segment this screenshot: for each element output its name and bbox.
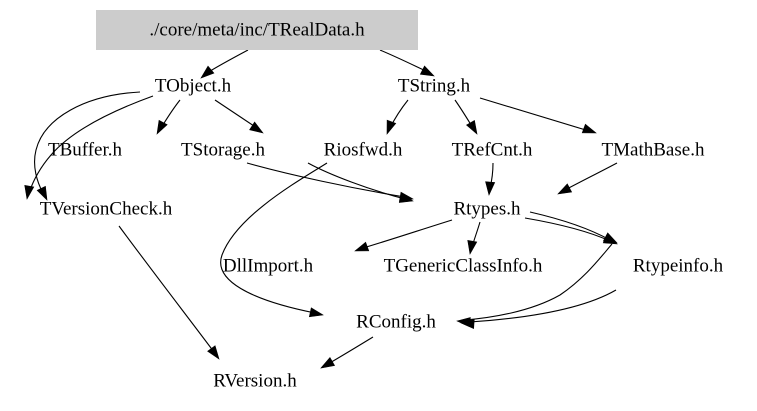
edge-rconfig-to-rversion — [327, 336, 374, 365]
edge-tobject-to-tversioncheck — [28, 95, 154, 194]
edge-root-to-tobject — [206, 49, 249, 74]
arrowhead-icon-riosfwd-to-rtypes — [398, 193, 414, 203]
node-label-tgenericclassinfo: TGenericClassInfo.h — [384, 255, 543, 276]
node-label-tmathbase: TMathBase.h — [602, 139, 705, 160]
node-rversion[interactable]: RVersion.h — [213, 370, 297, 391]
node-label-rtypes: Rtypes.h — [453, 198, 521, 219]
node-root[interactable]: ./core/meta/inc/TRealData.h — [96, 10, 418, 50]
node-label-riosfwd: Riosfwd.h — [324, 139, 403, 160]
node-label-root: ./core/meta/inc/TRealData.h — [149, 19, 365, 40]
edges-layer — [24, 49, 618, 369]
node-label-rconfig: RConfig.h — [356, 311, 436, 332]
node-label-tstorage: TStorage.h — [181, 139, 265, 160]
node-label-trefcnt: TRefCnt.h — [452, 139, 533, 160]
edge-rtypes-to-rtypeinfo — [529, 211, 611, 241]
edge-rtypeinfo-to-rconfig — [464, 243, 613, 321]
edge-tobject-to-riosfwd — [214, 99, 258, 129]
node-label-tstring: TString.h — [398, 75, 471, 96]
arrowhead-icon-tmathbase-to-rtypes — [557, 183, 573, 195]
arrowhead-icon-tstring-to-tmathbase — [581, 123, 597, 134]
arrowhead-icon-tstring-to-trefcnt — [465, 119, 478, 135]
node-dllimport[interactable]: DllImport.h — [223, 255, 314, 276]
edge-riosfwd-to-rtypes — [307, 162, 406, 200]
node-tmathbase[interactable]: TMathBase.h — [602, 139, 705, 160]
arrowhead-icon-rtypes-to-dllimport — [354, 241, 370, 252]
node-tgenericclassinfo[interactable]: TGenericClassInfo.h — [384, 255, 543, 276]
arrowhead-icon-tobject-to-tstorage — [156, 119, 168, 135]
node-tbuffer[interactable]: TBuffer.h — [48, 139, 123, 160]
edge-rtypes-to-dllimport — [362, 219, 453, 249]
node-label-dllimport: DllImport.h — [223, 255, 314, 276]
arrowhead-icon-tobject-to-riosfwd — [249, 121, 264, 134]
edge-riosfwd-to-rconfig — [220, 162, 328, 314]
node-label-tversioncheck: TVersionCheck.h — [40, 198, 173, 219]
node-tstorage[interactable]: TStorage.h — [181, 139, 265, 160]
edge-tstring-to-tmathbase — [479, 97, 590, 132]
edge-tmathbase-to-rtypes — [564, 162, 618, 191]
edge-root-to-tstring — [379, 49, 429, 73]
arrowhead-icon-tobject-to-tbuffer — [36, 185, 48, 201]
arrowhead-icon-trefcnt-to-rtypes — [485, 181, 496, 196]
arrowhead-icon-root-to-tobject — [200, 65, 215, 79]
node-trefcnt[interactable]: TRefCnt.h — [452, 139, 533, 160]
edge-tobject-to-tbuffer — [34, 91, 141, 194]
node-rtypes[interactable]: Rtypes.h — [453, 198, 521, 219]
arrowhead-icon-rtypes-to-tgenericclassinfo — [467, 240, 478, 255]
arrowhead-icon-riosfwd-to-rconfig — [308, 307, 324, 318]
node-rconfig[interactable]: RConfig.h — [356, 311, 436, 332]
node-label-rtypeinfo: Rtypeinfo.h — [633, 255, 724, 276]
arrowhead-icon-tversioncheck-to-rversion — [207, 345, 220, 360]
node-tversioncheck[interactable]: TVersionCheck.h — [40, 198, 173, 219]
edge-rtypes-to-rconfig — [469, 289, 617, 323]
arrowhead-icon-rconfig-to-rversion — [320, 356, 336, 369]
edge-tversioncheck-to-rversion — [118, 225, 215, 353]
node-rtypeinfo[interactable]: Rtypeinfo.h — [633, 255, 724, 276]
arrowhead-icon-tobject-to-tversioncheck — [24, 185, 35, 200]
node-riosfwd[interactable]: Riosfwd.h — [324, 139, 403, 160]
node-tobject[interactable]: TObject.h — [155, 75, 232, 96]
edge-rtypes-to-rtypeinfo — [524, 217, 611, 242]
node-tstring[interactable]: TString.h — [398, 75, 471, 96]
arrowhead-icon-root-to-tstring — [419, 65, 435, 77]
node-box-root — [96, 10, 418, 50]
node-label-rversion: RVersion.h — [213, 370, 297, 391]
arrowhead-icon-tstring-to-riosfwd — [386, 119, 397, 135]
node-label-tobject: TObject.h — [155, 75, 232, 96]
node-label-tbuffer: TBuffer.h — [48, 139, 123, 160]
arrowhead-icon-rtypes-to-rtypeinfo — [602, 232, 618, 244]
arrowhead-icon-rtypes-to-rconfig — [460, 318, 475, 329]
